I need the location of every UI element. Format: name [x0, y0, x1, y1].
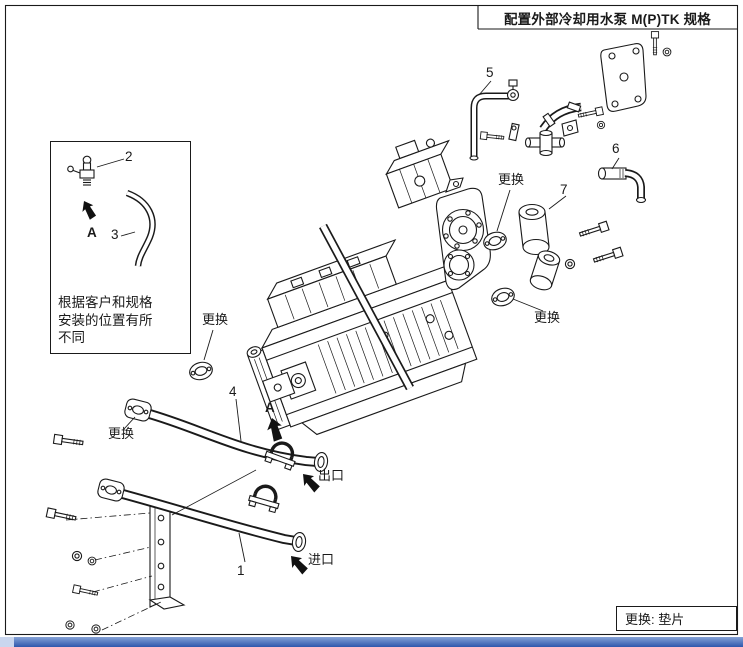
note-line-2: 安装的位置有所: [58, 312, 153, 328]
drawing-title: 配置外部冷却用水泵 M(P)TK 规格: [503, 12, 712, 27]
drawing-frame: [4, 4, 739, 636]
block-mounting-pad: [261, 371, 296, 403]
callout-6: 6: [612, 141, 620, 156]
replace-label-right: 更换: [534, 310, 561, 325]
diagonal-pipe: [319, 223, 414, 391]
replace-label-top: 更换: [498, 172, 525, 187]
valve-cover: [385, 138, 454, 209]
note-text: 根据客户和规格 安装的位置有所 不同: [58, 294, 153, 347]
callout-7: 7: [560, 182, 568, 197]
engine-block: [246, 238, 478, 436]
bottom-fasteners: [45, 433, 101, 634]
bracket: [148, 496, 186, 610]
drain-cock-part-2: [67, 155, 95, 186]
mounting-plate: [600, 31, 672, 112]
gear-housing: [435, 177, 491, 291]
construction-lines: [65, 469, 257, 631]
view-a-label-box: A: [87, 225, 97, 240]
window-bottom-bar-cap: [0, 637, 14, 647]
callout-4: 4: [229, 384, 237, 399]
legend-text: 更换: 垫片: [625, 612, 685, 627]
inlet-flow-arrow: [285, 551, 311, 577]
legend-box: 更换: 垫片: [616, 606, 737, 631]
block-side-port: [246, 346, 262, 358]
gasket-left: [187, 359, 215, 383]
callout-2: 2: [125, 149, 133, 164]
note-box: [50, 141, 191, 354]
inlet-label: 进口: [308, 552, 335, 567]
outlet-label: 出口: [318, 468, 345, 483]
replace-label-bottom: 更换: [108, 426, 135, 441]
gasket-right: [488, 284, 518, 310]
part-4-pipe: [123, 397, 330, 473]
part-7-outlet: [518, 203, 624, 291]
view-a-label-main: A: [265, 400, 275, 415]
callout-3: 3: [111, 227, 119, 242]
hose-and-fittings: [479, 101, 606, 157]
u-bolt-lower: [245, 480, 285, 515]
leader-lines: [96, 80, 620, 563]
callout-5: 5: [486, 65, 494, 80]
hose-part-3: [125, 189, 156, 267]
note-line-3: 不同: [58, 330, 85, 345]
part-6-elbow: [597, 167, 647, 204]
callout-1: 1: [237, 563, 245, 578]
part-5-water-pipe: [469, 79, 520, 161]
window-bottom-bar: [0, 637, 743, 647]
part-1-pipe: [96, 477, 308, 553]
replace-label-left: 更换: [202, 312, 229, 327]
note-line-1: 根据客户和规格: [58, 295, 153, 310]
